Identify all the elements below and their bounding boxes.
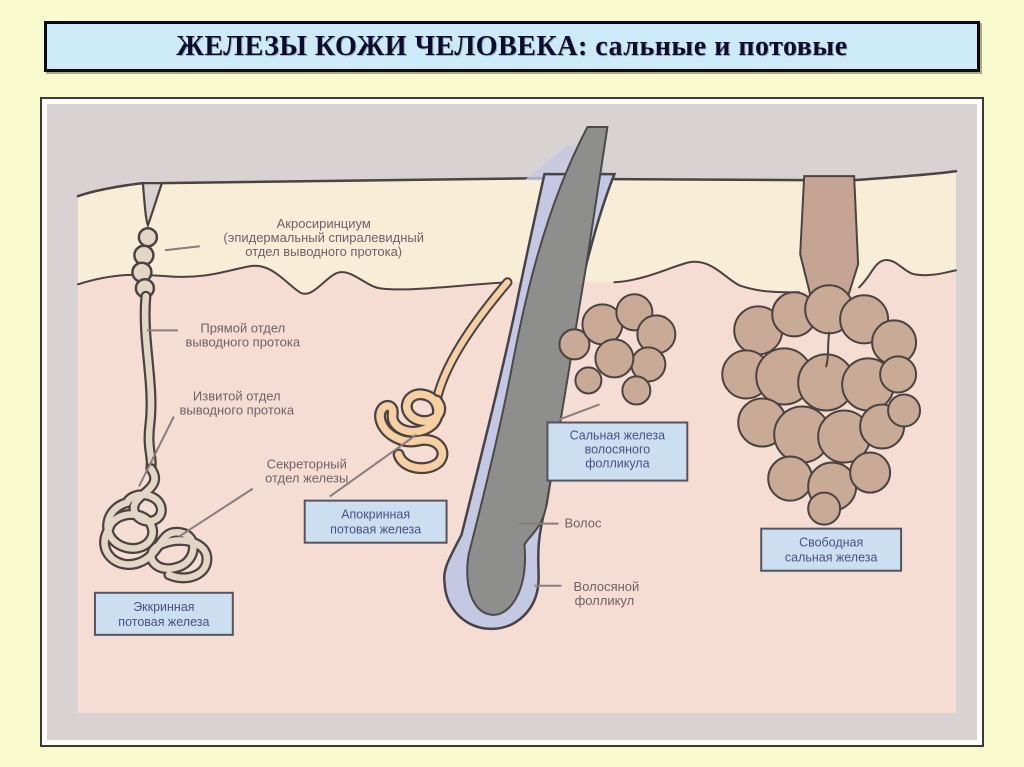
hair-shaft [466, 126, 609, 616]
apocrine-duct [431, 277, 513, 406]
label-acrosyringium-line3: отдел выводного протока) [245, 244, 402, 259]
infobox-free-sebaceous-gland: Свободная сальная железа [760, 527, 903, 572]
text-labels: Акросиринциум (эпидермальный спиралевидн… [180, 216, 640, 608]
label-straight-duct-line2: выводного протока [186, 334, 301, 349]
free-sebaceous-duct [799, 175, 860, 304]
label-secretory-section-line2: отдел железы [265, 471, 348, 486]
infobox-sebaceous-line1: Сальная железа [570, 429, 665, 443]
eccrine-straight-duct [139, 290, 157, 475]
title-banner: ЖЕЛЕЗЫ КОЖИ ЧЕЛОВЕКА: сальные и потовые [44, 21, 980, 72]
leader-convoluted-duct [138, 416, 175, 488]
skin-surface-line [76, 169, 958, 198]
infobox-apocrine-gland: Апокринная потовая железа [303, 499, 448, 544]
label-convoluted-duct: Извитой отдел [193, 388, 281, 403]
label-hair: Волос [564, 516, 602, 531]
label-secretory-section: Секреторный [267, 457, 347, 472]
infobox-eccrine-line2: потовая железа [118, 615, 209, 629]
infobox-free-sebaceous-line1: Свободная [799, 536, 863, 550]
label-hair-follicle-line2: фолликул [575, 593, 635, 608]
infobox-eccrine-line1: Эккринная [133, 600, 194, 614]
infobox-apocrine-line2: потовая железа [330, 523, 421, 537]
leader-apocrine-box [329, 433, 418, 498]
infobox-eccrine-gland: Эккринная потовая железа [93, 591, 234, 636]
infobox-free-sebaceous-line2: сальная железа [785, 551, 878, 565]
label-hair-follicle: Волосяной [574, 579, 640, 594]
infobox-sebaceous-line2: волосяного [585, 443, 651, 457]
sweat-pore-funnel [141, 182, 164, 229]
label-acrosyringium: Акросиринциум [277, 216, 371, 231]
leader-lines [138, 245, 600, 587]
page-title: ЖЕЛЕЗЫ КОЖИ ЧЕЛОВЕКА: сальные и потовые [176, 30, 848, 62]
leader-sebaceous-box [559, 403, 600, 421]
epidermis-dermis-boundary [76, 259, 958, 295]
eccrine-secretory-coil [99, 463, 213, 584]
infobox-follicle-sebaceous-gland: Сальная железа волосяного фолликула [546, 421, 689, 482]
label-convoluted-duct-line2: выводного протока [180, 402, 295, 417]
epidermis-layer [77, 171, 957, 294]
follicle-sebaceous-gland [558, 293, 677, 406]
skin-diagram-panel: Акросиринциум (эпидермальный спиралевидн… [40, 97, 984, 747]
skin-cross-section: Акросиринциум (эпидермальный спиралевидн… [47, 104, 977, 740]
free-sebaceous-gland [721, 175, 922, 526]
label-straight-duct: Прямой отдел [200, 320, 285, 335]
eccrine-sweat-gland [99, 226, 213, 584]
leader-secretory [178, 487, 254, 538]
leader-acrosyringium [164, 245, 200, 252]
infobox-sebaceous-line3: фолликула [585, 457, 649, 471]
label-acrosyringium-line2: (эпидермальный спиралевидный [223, 230, 424, 245]
apocrine-sweat-gland [374, 277, 513, 475]
apocrine-secretory-coil [374, 388, 449, 475]
infobox-apocrine-line1: Апокринная [341, 508, 410, 522]
